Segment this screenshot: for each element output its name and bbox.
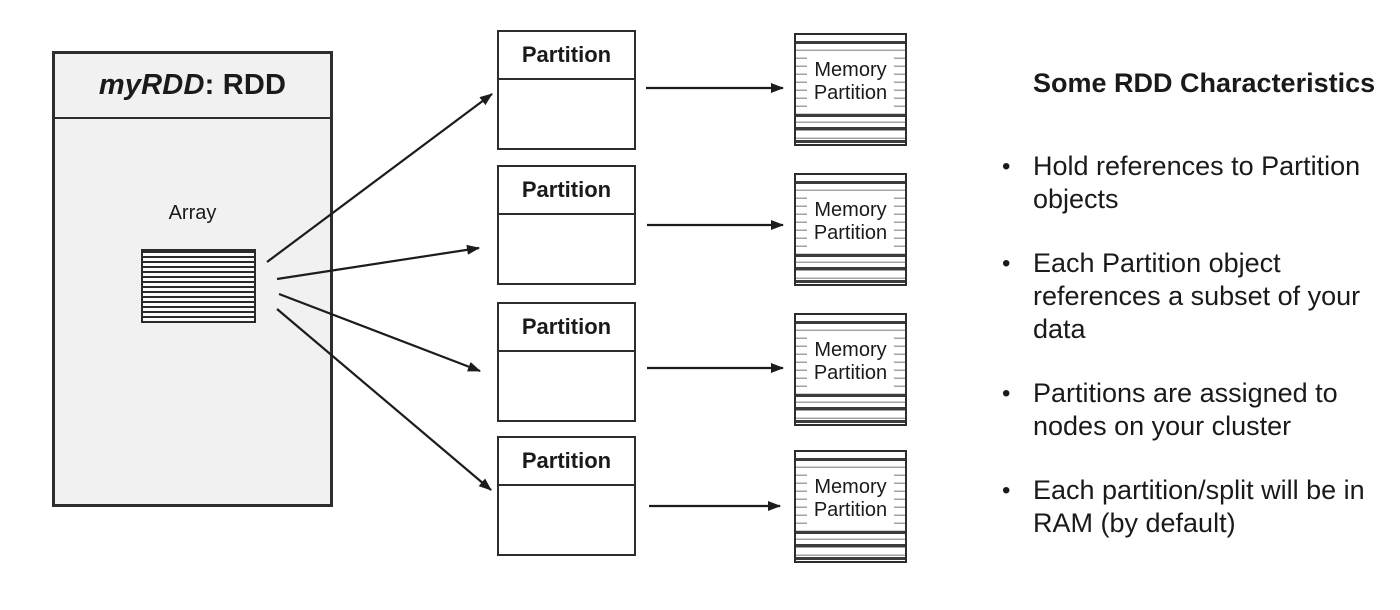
memory-partition-box-1: Memory Partition: [794, 33, 907, 146]
partition-box-2-header: Partition: [499, 167, 634, 215]
partition-box-3-header: Partition: [499, 304, 634, 352]
stripe-dark-line: [796, 394, 905, 397]
bullet-item-1: • Hold references to Partition objects: [1002, 150, 1398, 216]
bullet-text-1: Hold references to Partition objects: [1033, 151, 1361, 214]
partition-box-4: Partition: [497, 436, 636, 556]
stripe-dark-line: [796, 321, 905, 324]
partition-label: Partition: [521, 448, 612, 473]
memory-partition-box-2: Memory Partition: [794, 173, 907, 286]
myrdd-box: myRDD : RDD Array: [52, 51, 333, 507]
memory-partition-label: Memory Partition: [807, 471, 894, 527]
bullet-glyph: •: [1002, 153, 1011, 180]
characteristics-panel: Some RDD Characteristics • Hold referenc…: [1002, 66, 1398, 571]
bullet-text-3: Partitions are assigned to nodes on your…: [1033, 378, 1338, 441]
stripe-dark-line: [796, 267, 905, 270]
memory-partition-box-3: Memory Partition: [794, 313, 907, 426]
bullet-list: • Hold references to Partition objects •…: [1002, 150, 1398, 540]
stripe-dark-line: [796, 114, 905, 117]
memory-partition-label: Memory Partition: [807, 194, 894, 250]
bullet-text-2: Each Partition object references a subse…: [1033, 248, 1361, 344]
panel-title: Some RDD Characteristics: [1033, 68, 1376, 98]
bullet-item-4: • Each partition/split will be in RAM (b…: [1002, 474, 1398, 540]
myrdd-title-type: : RDD: [204, 69, 287, 101]
stripe-dark-line: [796, 557, 905, 560]
stripe-dark-line: [796, 407, 905, 410]
bullet-text-4: Each partition/split will be in RAM (by …: [1033, 475, 1365, 538]
bullet-item-3: • Partitions are assigned to nodes on yo…: [1002, 377, 1398, 443]
partition-label: Partition: [521, 177, 612, 202]
stripe-dark-line: [796, 254, 905, 257]
partition-label: Partition: [521, 42, 612, 67]
partition-label: Partition: [521, 314, 612, 339]
stripe-dark-line: [796, 531, 905, 534]
bullet-item-2: • Each Partition object references a sub…: [1002, 247, 1398, 346]
partition-box-4-header: Partition: [499, 438, 634, 486]
myrdd-box-header: myRDD : RDD: [55, 54, 330, 119]
stripe-dark-line: [796, 140, 905, 143]
stripe-dark-line: [796, 127, 905, 130]
myrdd-title-name: myRDD: [98, 69, 205, 101]
stripe-dark-line: [796, 41, 905, 44]
memory-partition-box-4: Memory Partition: [794, 450, 907, 563]
array-label: Array: [168, 202, 217, 224]
memory-partition-label: Memory Partition: [807, 54, 894, 110]
bullet-glyph: •: [1002, 250, 1011, 277]
array-data-icon: [141, 249, 256, 323]
stripe-dark-line: [796, 181, 905, 184]
stripe-dark-line: [796, 420, 905, 423]
stripe-dark-line: [796, 544, 905, 547]
bullet-glyph: •: [1002, 380, 1011, 407]
partition-box-1: Partition: [497, 30, 636, 150]
partition-box-3: Partition: [497, 302, 636, 422]
memory-partition-label: Memory Partition: [807, 334, 894, 390]
bullet-glyph: •: [1002, 477, 1011, 504]
stripe-dark-line: [796, 458, 905, 461]
stripe-dark-line: [796, 280, 905, 283]
partition-box-2: Partition: [497, 165, 636, 285]
partition-box-1-header: Partition: [499, 32, 634, 80]
